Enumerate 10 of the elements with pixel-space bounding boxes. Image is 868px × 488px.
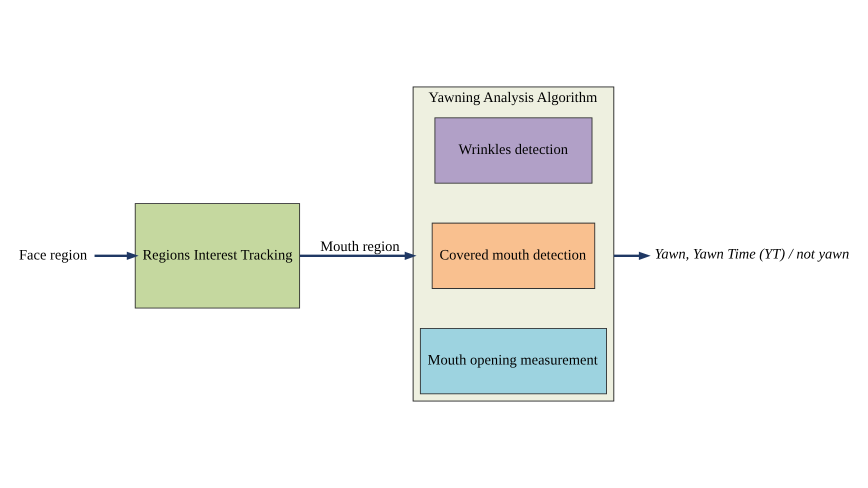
- arrow: [94, 252, 139, 260]
- node-text: Face region: [18, 247, 88, 264]
- arrow: [614, 252, 651, 260]
- edge-label: Mouth region: [320, 239, 400, 256]
- node-text: Yawn, Yawn Time (YT) / not yawn: [654, 246, 850, 262]
- node-box: Wrinkles detection: [434, 117, 592, 184]
- node-box: Covered mouth detection: [432, 222, 596, 289]
- arrow: [300, 252, 417, 260]
- node-box: Regions Interest Tracking: [134, 203, 300, 308]
- node-box: Mouth opening measurement: [420, 328, 607, 394]
